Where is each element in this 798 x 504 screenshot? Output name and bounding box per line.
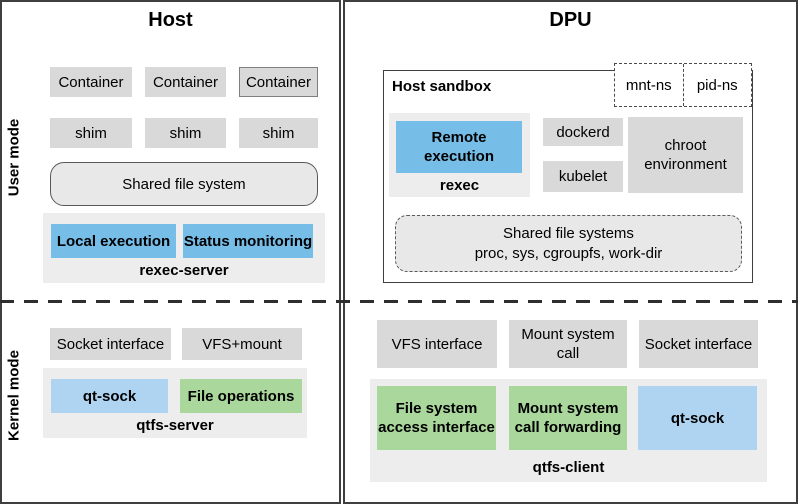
dpu-qt-sock-box: qt-sock [638,386,757,450]
file-system-access-box: File system access interface [377,386,496,450]
shared-fs-title: Shared file systems [503,224,634,242]
host-sandbox-label: Host sandbox [392,78,492,95]
local-execution-box: Local execution [51,224,176,258]
vfs-interface-box: VFS interface [377,320,497,368]
dpu-socket-interface-box: Socket interface [639,320,758,368]
kubelet-box: kubelet [543,161,623,192]
dockerd-box: dockerd [543,118,623,146]
shim-box-3: shim [239,118,318,148]
kernel-mode-label: Kernel mode [5,350,23,441]
mount-system-call-box: Mount system call [509,320,627,368]
namespace-divider [682,64,684,106]
rexec-server-label: rexec-server [139,262,229,279]
pid-ns-box: pid-ns [696,76,738,94]
mnt-ns-box: mnt-ns [625,76,672,94]
rexec-label: rexec [439,177,480,194]
host-socket-interface-box: Socket interface [50,328,171,360]
namespace-group: mnt-ns pid-ns [614,63,752,107]
qtfs-client-label: qtfs-client [532,459,605,476]
shim-box-2: shim [145,118,226,148]
status-monitoring-box: Status monitoring [183,224,313,258]
container-box-1: Container [50,67,132,97]
dpu-title: DPU [549,9,592,31]
mount-call-forwarding-box: Mount system call forwarding [509,386,627,450]
container-box-3: Container [239,67,318,97]
shared-file-system-box: Shared file system [50,162,318,206]
shared-fs-detail: proc, sys, cgroupfs, work-dir [474,244,663,262]
vfs-mount-box: VFS+mount [182,328,302,360]
file-operations-box: File operations [180,379,302,413]
user-mode-label: User mode [5,118,23,197]
qtfs-server-label: qtfs-server [136,417,214,434]
dpu-shared-file-systems-box: Shared file systems proc, sys, cgroupfs,… [395,215,742,272]
host-title: Host [148,9,193,31]
host-qt-sock-box: qt-sock [51,379,168,413]
mode-divider-dashed-line [0,300,798,303]
container-box-2: Container [145,67,226,97]
shim-box-1: shim [50,118,132,148]
remote-execution-box: Remote execution [396,121,522,173]
chroot-environment-box: chroot environment [628,117,743,193]
